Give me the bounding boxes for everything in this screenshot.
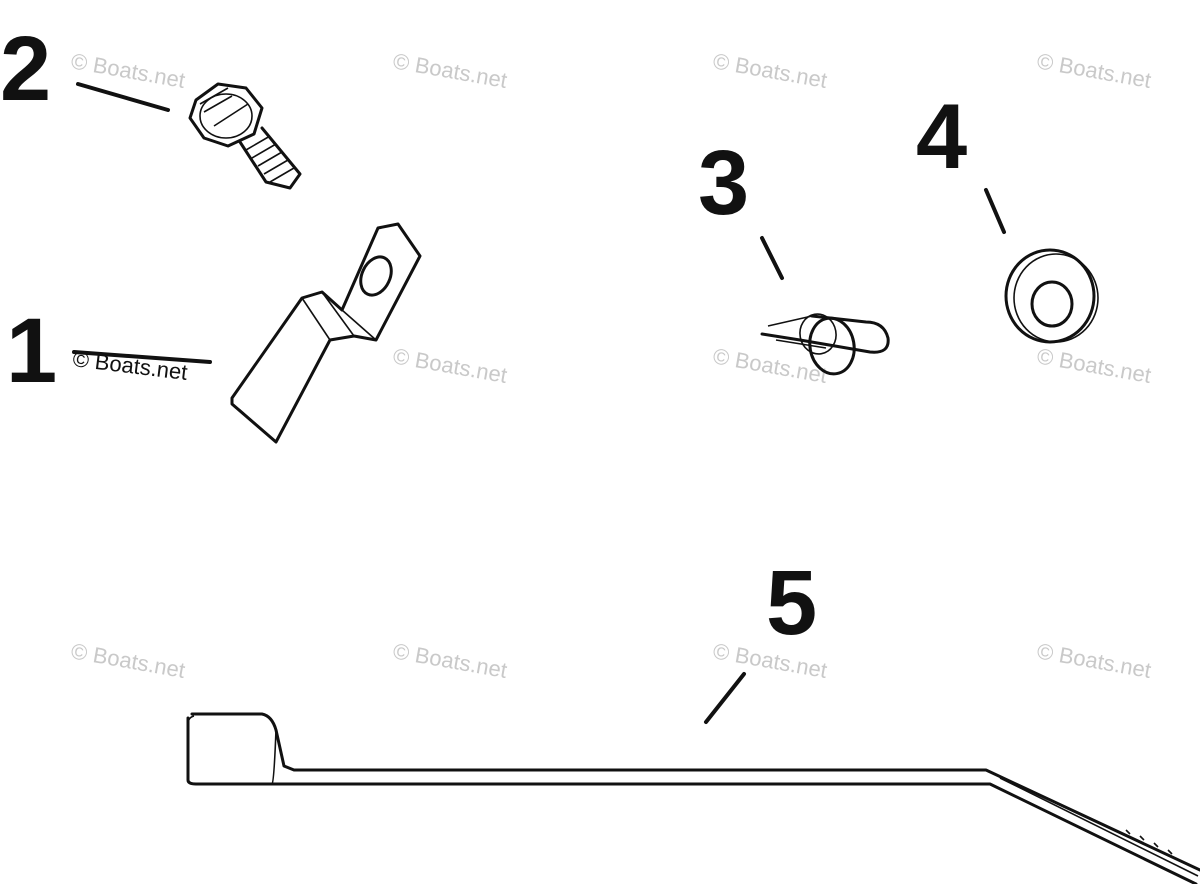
watermark-text: © Boats.net (391, 48, 509, 93)
watermark-text: © Boats.net (391, 638, 509, 683)
watermark-text: © Boats.net (69, 638, 187, 683)
flat-washer-icon (1004, 248, 1099, 344)
leader-line-1 (72, 350, 212, 364)
hex-screw-icon (188, 82, 302, 190)
part-number-2[interactable]: 2 (0, 18, 51, 120)
lever-rod-icon (186, 712, 1200, 884)
part-number-3[interactable]: 3 (698, 132, 749, 234)
part-2[interactable]: 2 (0, 18, 302, 190)
part-1[interactable]: 1 (6, 222, 422, 444)
part-4[interactable]: 4 (916, 86, 1099, 344)
watermark-text: © Boats.net (391, 343, 509, 388)
part-5[interactable]: 5 (186, 552, 1200, 884)
leader-line-5 (704, 672, 746, 724)
watermark-text: © Boats.net (711, 48, 829, 93)
spring-clip-icon (760, 313, 890, 376)
part-number-1[interactable]: 1 (6, 300, 57, 402)
watermark-text: © Boats.net (1035, 638, 1153, 683)
bracket-tab-icon (230, 222, 422, 444)
leader-line-2 (76, 82, 170, 112)
watermark-text: © Boats.net (1035, 343, 1153, 388)
leader-line-3 (760, 236, 784, 280)
part-number-4[interactable]: 4 (916, 86, 967, 188)
part-number-5[interactable]: 5 (766, 552, 817, 654)
leader-line-4 (984, 188, 1006, 234)
watermark-text: © Boats.net (1035, 48, 1153, 93)
part-3[interactable]: 3 (698, 132, 890, 377)
